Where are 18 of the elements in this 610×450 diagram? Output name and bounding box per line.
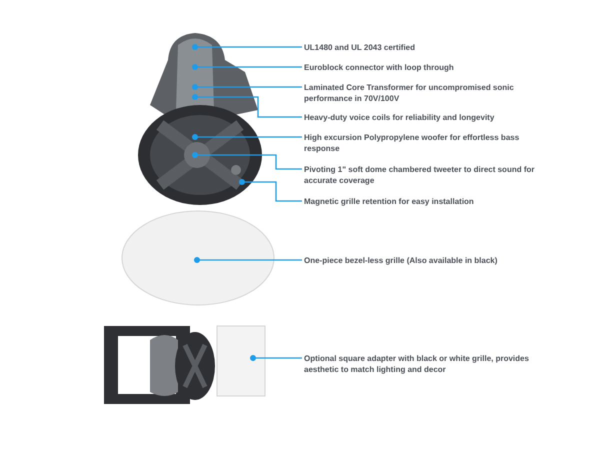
callout-text: Pivoting 1" soft dome chambered tweeter to direct sound for accurate coverage (304, 164, 539, 186)
leader-line (192, 84, 302, 90)
leader-line (250, 355, 302, 361)
callout-text: High excursion Polypropylene woofer for effortless bass response (304, 132, 539, 154)
leader-line (239, 179, 302, 202)
leader-line (194, 257, 302, 263)
callout-text: Euroblock connector with loop through (304, 62, 539, 73)
callout-text: UL1480 and UL 2043 certified (304, 42, 539, 53)
callout-text: Heavy-duty voice coils for reliability and longevity (304, 112, 539, 123)
callout-text: Optional square adapter with black or white grille, provides aesthetic to match lighting and decor (304, 353, 539, 375)
leader-line (192, 152, 302, 170)
leader-line (192, 44, 302, 50)
leader-line (192, 94, 302, 118)
leader-line (192, 134, 302, 140)
callout-text: Laminated Core Transformer for uncompromised sonic performance in 70V/100V (304, 82, 539, 104)
callout-text: One-piece bezel-less grille (Also available in black) (304, 255, 539, 266)
leader-line (192, 64, 302, 70)
callout-text: Magnetic grille retention for easy installation (304, 196, 539, 207)
